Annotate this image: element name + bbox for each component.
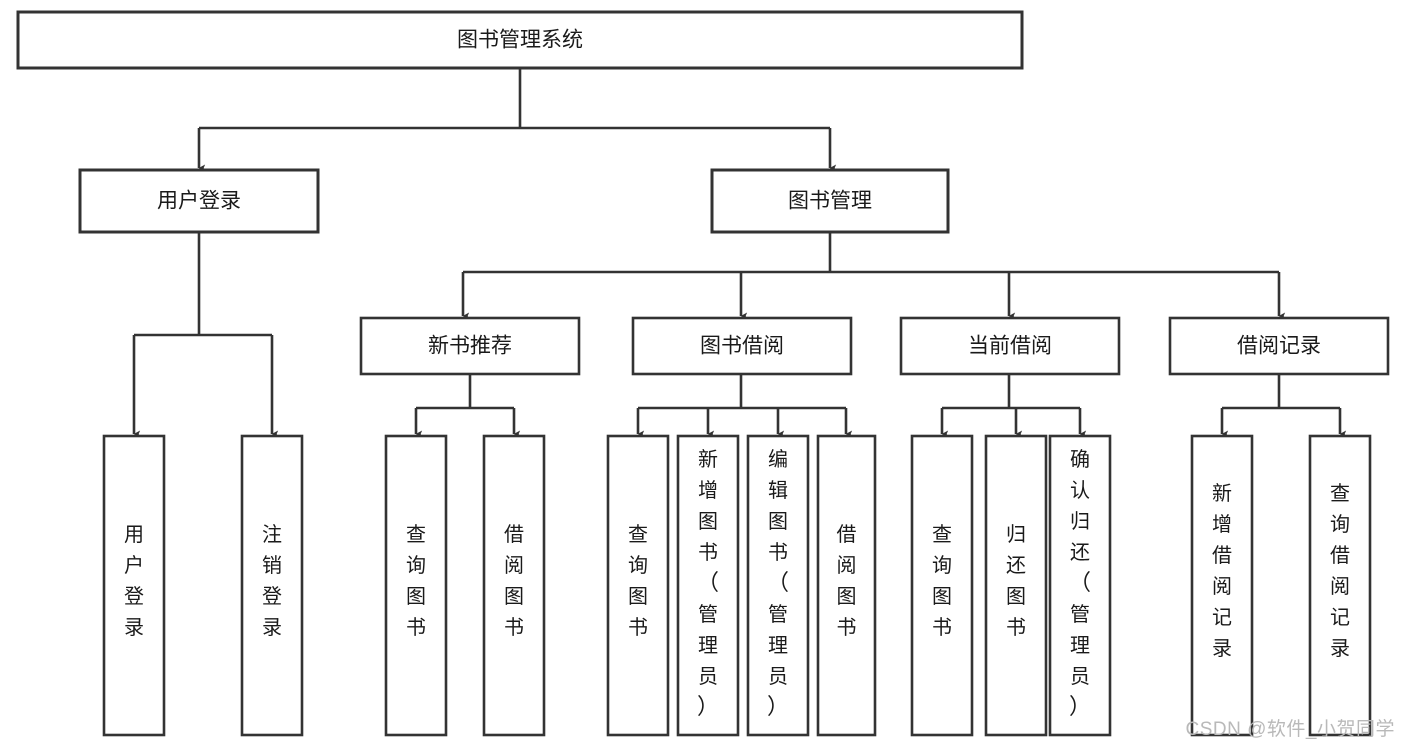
leaf-node-label: 归还图书 bbox=[1006, 523, 1026, 639]
leaf-node[interactable]: 新增图书（管理员） bbox=[676, 434, 740, 737]
node-user-login-box[interactable] bbox=[78, 168, 320, 234]
leaf-node[interactable]: 注销登录 bbox=[240, 434, 304, 737]
leaf-node-label: 借阅图书 bbox=[837, 523, 857, 639]
node-borrow-record-label: 借阅记录 bbox=[1237, 335, 1321, 358]
leaf-node[interactable]: 查询图书 bbox=[606, 434, 670, 737]
leaf-node[interactable]: 新增借阅记录 bbox=[1190, 434, 1254, 737]
leaf-node-label: 新增图书（管理员） bbox=[697, 448, 719, 719]
leaf-node[interactable]: 归还图书 bbox=[984, 434, 1048, 737]
leaf-node[interactable]: 查询图书 bbox=[910, 434, 974, 737]
leaf-node-box[interactable] bbox=[816, 434, 877, 737]
leaf-node-box[interactable] bbox=[240, 434, 304, 737]
leaf-node-box[interactable] bbox=[1190, 434, 1254, 737]
leaf-node-box[interactable] bbox=[676, 434, 740, 737]
node-book-manage-box[interactable] bbox=[710, 168, 950, 234]
node-borrow-record-box[interactable] bbox=[1168, 316, 1390, 376]
node-new-book-recommend-label: 新书推荐 bbox=[428, 335, 512, 358]
node-root[interactable]: 图书管理系统 bbox=[16, 10, 1024, 70]
leaf-node-box[interactable] bbox=[606, 434, 670, 737]
node-current-borrow-label: 当前借阅 bbox=[968, 335, 1052, 358]
leaf-node-box[interactable] bbox=[1308, 434, 1372, 737]
leaf-node-box[interactable] bbox=[910, 434, 974, 737]
node-book-borrow[interactable]: 图书借阅 bbox=[631, 316, 853, 376]
leaf-node-label: 查询借阅记录 bbox=[1330, 482, 1350, 660]
leaf-node-label: 注销登录 bbox=[262, 523, 282, 639]
leaf-node[interactable]: 查询图书 bbox=[384, 434, 448, 737]
leaf-node-label: 查询图书 bbox=[932, 523, 952, 639]
leaf-node-layer: 用户登录 注销登录 查询图书 借阅图书 查询图书 新增图书（管理员） 编辑图书（管理员） 借阅… bbox=[102, 434, 1372, 737]
leaf-node-box[interactable] bbox=[102, 434, 166, 737]
leaf-node[interactable]: 查询借阅记录 bbox=[1308, 434, 1372, 737]
leaf-node-label: 用户登录 bbox=[124, 524, 144, 639]
leaf-node[interactable]: 确认归还（管理员） bbox=[1048, 434, 1112, 737]
leaf-node[interactable]: 借阅图书 bbox=[482, 434, 546, 737]
node-current-borrow[interactable]: 当前借阅 bbox=[899, 316, 1121, 376]
node-user-login[interactable]: 用户登录 bbox=[78, 168, 320, 234]
node-new-book-recommend[interactable]: 新书推荐 bbox=[359, 316, 581, 376]
leaf-node-box[interactable] bbox=[482, 434, 546, 737]
leaf-node[interactable]: 用户登录 bbox=[102, 434, 166, 737]
node-book-manage-label: 图书管理 bbox=[788, 190, 872, 213]
node-book-borrow-box[interactable] bbox=[631, 316, 853, 376]
node-root-box[interactable] bbox=[16, 10, 1024, 70]
leaf-node-box[interactable] bbox=[384, 434, 448, 737]
leaf-node-label: 查询图书 bbox=[628, 523, 648, 639]
connector-layer bbox=[132, 68, 1347, 438]
node-book-manage[interactable]: 图书管理 bbox=[710, 168, 950, 234]
node-current-borrow-box[interactable] bbox=[899, 316, 1121, 376]
leaf-node-box[interactable] bbox=[984, 434, 1048, 737]
leaf-node-label: 编辑图书（管理员） bbox=[767, 448, 789, 719]
node-new-book-recommend-box[interactable] bbox=[359, 316, 581, 376]
leaf-node[interactable]: 借阅图书 bbox=[816, 434, 877, 737]
node-borrow-record[interactable]: 借阅记录 bbox=[1168, 316, 1390, 376]
node-root-label: 图书管理系统 bbox=[457, 29, 583, 52]
leaf-node-label: 查询图书 bbox=[406, 523, 426, 639]
leaf-node-label: 确认归还（管理员） bbox=[1069, 448, 1091, 719]
leaf-node-box[interactable] bbox=[746, 434, 810, 737]
node-book-borrow-label: 图书借阅 bbox=[700, 335, 784, 358]
leaf-node-label: 新增借阅记录 bbox=[1212, 482, 1232, 660]
csdn-watermark: CSDN @软件_小贺同学 bbox=[1185, 719, 1395, 740]
leaf-node-label: 借阅图书 bbox=[504, 523, 524, 639]
leaf-node-box[interactable] bbox=[1048, 434, 1112, 737]
node-user-login-label: 用户登录 bbox=[157, 190, 241, 213]
leaf-node[interactable]: 编辑图书（管理员） bbox=[746, 434, 810, 737]
